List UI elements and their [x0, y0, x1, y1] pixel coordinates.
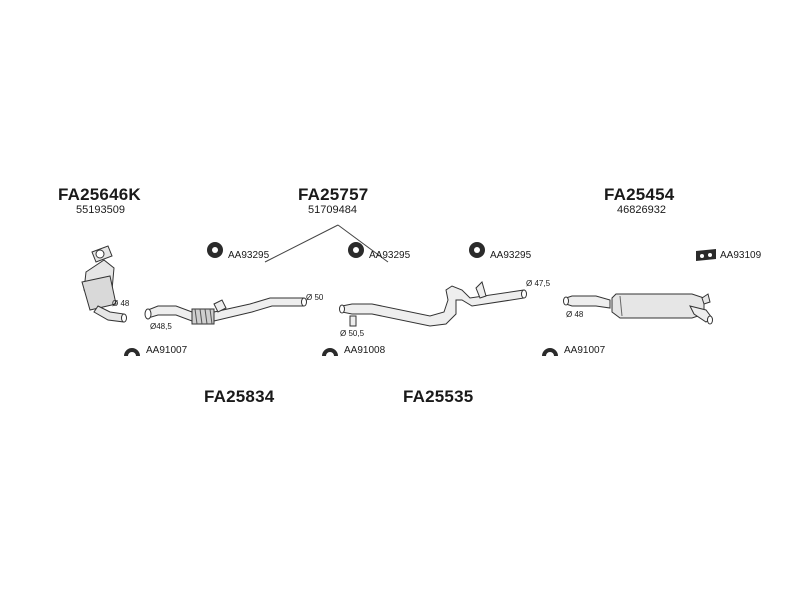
rubber-mount-icon[interactable]: [205, 240, 225, 260]
clamp-part-number: AA91007: [146, 345, 188, 356]
catalytic-converter[interactable]: [81, 245, 127, 323]
catalyst-oem-number: 55193509: [76, 204, 125, 216]
middle-code-label: FA25757: [298, 185, 369, 204]
diameter-label: Ø 48: [566, 310, 584, 319]
diameter-label: Ø 50,5: [340, 329, 365, 338]
rear-muffler[interactable]: [563, 293, 713, 325]
hanger-icon[interactable]: [694, 247, 718, 263]
catalyst-code-label: FA25646K: [58, 185, 141, 204]
rear-oem-number: 46826932: [617, 204, 666, 216]
mount-part-number: AA93295: [490, 250, 532, 261]
front-pipe[interactable]: [144, 297, 307, 325]
leader-line-right: [337, 224, 389, 263]
diameter-label: Ø 48: [112, 299, 130, 308]
mount-part-number: AA93295: [228, 250, 270, 261]
diameter-label: Ø 50: [306, 293, 324, 302]
center-pipe[interactable]: [339, 281, 527, 327]
middle-oem-number: 51709484: [308, 204, 357, 216]
mount-part-number: AA93295: [369, 250, 411, 261]
center-pipe-code-label: FA25535: [403, 387, 474, 406]
diameter-label: Ø48,5: [150, 322, 172, 331]
rubber-mount-icon[interactable]: [467, 240, 487, 260]
clamp-icon[interactable]: [320, 340, 340, 358]
clamp-part-number: AA91007: [564, 345, 606, 356]
diameter-label: Ø 47,5: [526, 279, 551, 288]
front-pipe-code-label: FA25834: [204, 387, 275, 406]
rubber-mount-icon[interactable]: [346, 240, 366, 260]
clamp-part-number: AA91008: [344, 345, 386, 356]
hanger-part-number: AA93109: [720, 250, 762, 261]
clamp-icon[interactable]: [122, 340, 142, 358]
rear-code-label: FA25454: [604, 185, 675, 204]
leader-line-left: [264, 224, 339, 263]
clamp-icon[interactable]: [540, 340, 560, 358]
